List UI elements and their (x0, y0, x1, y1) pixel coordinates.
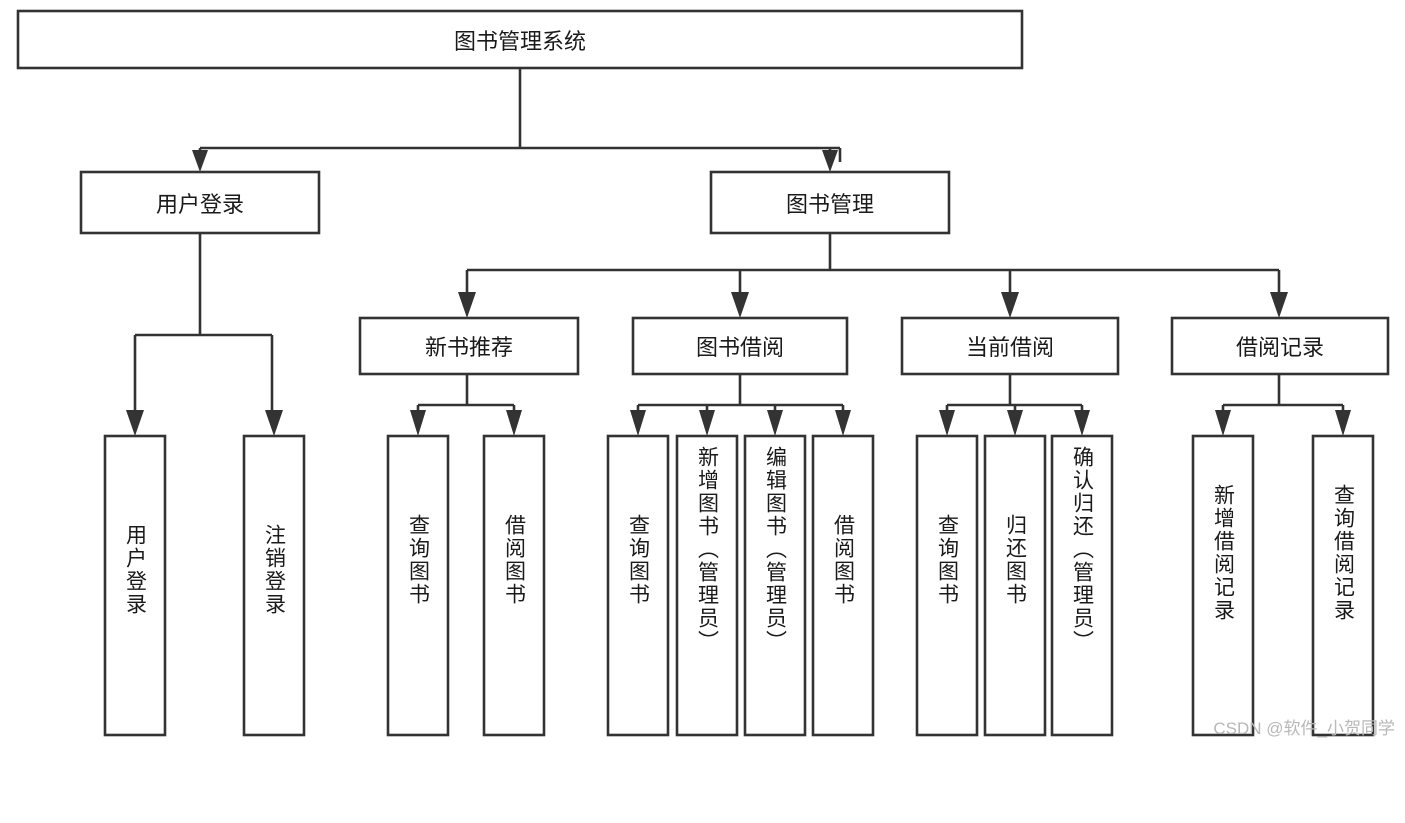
node-book-management[interactable] (709, 170, 951, 235)
flowchart-svg (16, 9, 1390, 737)
connector-root-to-level2 (192, 68, 842, 172)
leaf-node[interactable] (1050, 434, 1114, 737)
node-current-borrow[interactable] (900, 316, 1120, 376)
leaf-node[interactable] (606, 434, 670, 737)
node-user-login[interactable] (79, 170, 321, 235)
leaf-node[interactable] (386, 434, 450, 737)
leaf-node[interactable] (743, 434, 807, 737)
leaf-node[interactable] (983, 434, 1047, 737)
connector-borrow-to-leaves (630, 374, 851, 436)
connector-userlogin-to-leaves (126, 233, 283, 436)
leaf-node[interactable] (811, 434, 875, 737)
leaf-node[interactable] (1311, 434, 1375, 737)
connector-newbook-to-leaves (410, 374, 522, 436)
leaf-node[interactable] (103, 434, 167, 737)
leaf-node[interactable] (675, 434, 739, 737)
connector-current-to-leaves (939, 374, 1090, 436)
node-root[interactable] (16, 9, 1024, 70)
connector-record-to-leaves (1215, 374, 1351, 436)
diagram-canvas: 图书管理系统 用户登录 图书管理 新书推荐 图书借阅 当前借阅 借阅记录 用户登… (16, 9, 1395, 738)
node-new-book-recommend[interactable] (358, 316, 580, 376)
leaf-node[interactable] (242, 434, 306, 737)
connector-bookmgmt-to-level3 (458, 233, 1288, 318)
node-book-borrow[interactable] (631, 316, 849, 376)
leaf-node[interactable] (482, 434, 546, 737)
leaf-node[interactable] (1191, 434, 1255, 737)
leaf-node[interactable] (915, 434, 979, 737)
node-borrow-record[interactable] (1170, 316, 1390, 376)
